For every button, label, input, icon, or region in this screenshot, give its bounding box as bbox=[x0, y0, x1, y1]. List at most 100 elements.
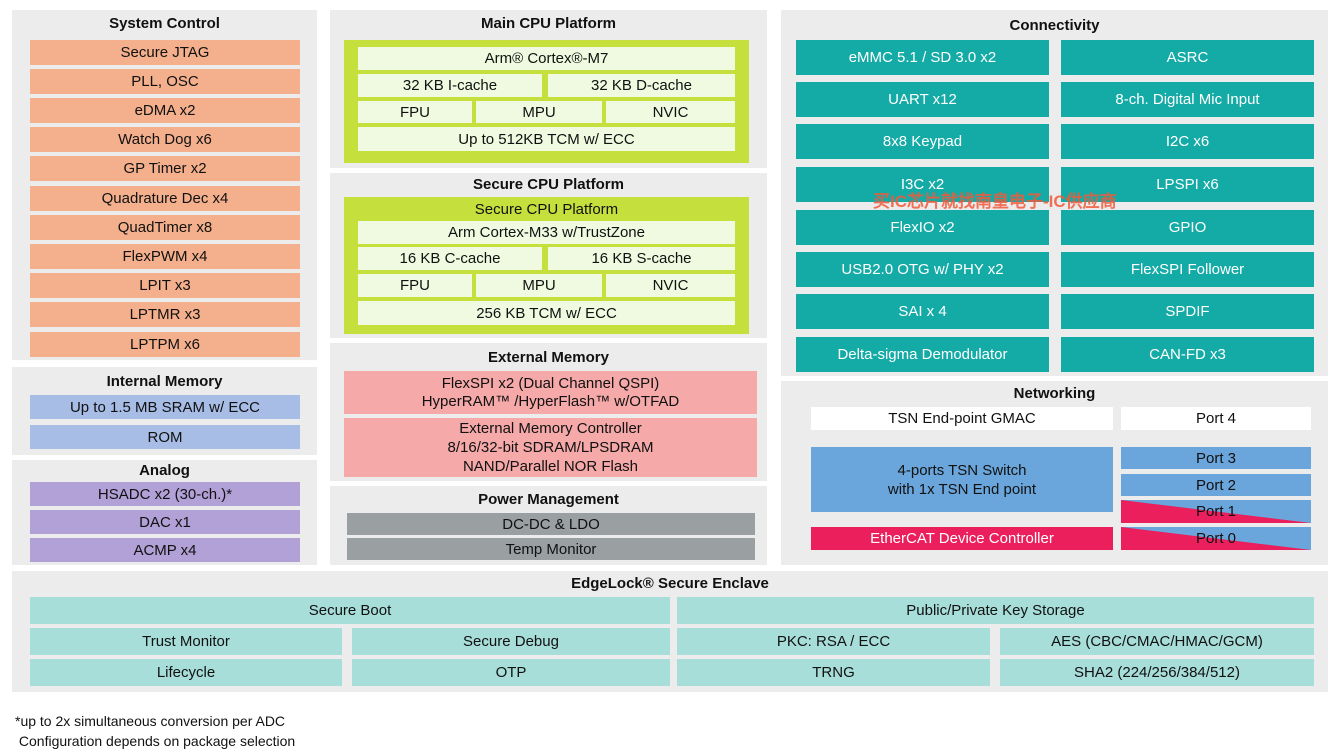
block-dac: DAC x1 bbox=[30, 510, 300, 534]
block-trust-monitor: Trust Monitor bbox=[30, 628, 342, 655]
block-flexspi-follower: FlexSPI Follower bbox=[1061, 252, 1314, 287]
block-nvic: NVIC bbox=[606, 101, 735, 123]
flexspi-line-2: HyperRAM™ /HyperFlash™ w/OTFAD bbox=[421, 392, 680, 410]
block-i3c: I3C x2 bbox=[796, 167, 1049, 202]
block-temp-monitor: Temp Monitor bbox=[347, 538, 755, 560]
block-secure-nvic: NVIC bbox=[606, 274, 735, 297]
emc-line-1: External Memory Controller bbox=[459, 420, 642, 437]
main-cpu-panel: Main CPU Platform Arm® Cortex®-M7 32 KB … bbox=[330, 10, 767, 168]
block-port-1: Port 1 bbox=[1121, 500, 1311, 523]
block-lpspi: LPSPI x6 bbox=[1061, 167, 1314, 202]
block-dcdc-ldo: DC-DC & LDO bbox=[347, 513, 755, 535]
block-secure-mpu: MPU bbox=[476, 274, 602, 297]
block-key-storage: Public/Private Key Storage bbox=[677, 597, 1314, 624]
analog-title: Analog bbox=[139, 462, 190, 479]
block-quadrature-dec: Quadrature Dec x4 bbox=[30, 186, 300, 211]
block-delta-sigma: Delta-sigma Demodulator bbox=[796, 337, 1049, 372]
block-sai: SAI x 4 bbox=[796, 294, 1049, 329]
system-control-panel: System Control Secure JTAG PLL, OSC eDMA… bbox=[12, 10, 317, 360]
block-sram: Up to 1.5 MB SRAM w/ ECC bbox=[30, 395, 300, 419]
block-tcm-512: Up to 512KB TCM w/ ECC bbox=[358, 127, 735, 151]
block-gp-timer: GP Timer x2 bbox=[30, 156, 300, 181]
system-control-title: System Control bbox=[109, 15, 220, 32]
connectivity-panel: Connectivity eMMC 5.1 / SD 3.0 x2 UART x… bbox=[781, 10, 1328, 376]
block-port-2: Port 2 bbox=[1121, 474, 1311, 496]
block-digital-mic: 8-ch. Digital Mic Input bbox=[1061, 82, 1314, 117]
secure-cpu-frame: Secure CPU Platform Arm Cortex-M33 w/Tru… bbox=[344, 197, 749, 334]
power-management-panel: Power Management DC-DC & LDO Temp Monito… bbox=[330, 486, 767, 565]
block-hsadc: HSADC x2 (30-ch.)* bbox=[30, 482, 300, 506]
main-cpu-title: Main CPU Platform bbox=[480, 15, 616, 32]
block-acmp: ACMP x4 bbox=[30, 538, 300, 562]
block-asrc: ASRC bbox=[1061, 40, 1314, 75]
footnote-package: Configuration depends on package selecti… bbox=[15, 733, 296, 749]
block-gpio: GPIO bbox=[1061, 210, 1314, 245]
block-emmc-sd: eMMC 5.1 / SD 3.0 x2 bbox=[796, 40, 1049, 75]
block-tsn-gmac: TSN End-point GMAC bbox=[811, 407, 1113, 430]
block-port-0: Port 0 bbox=[1121, 527, 1311, 550]
block-scache: 16 KB S-cache bbox=[548, 247, 735, 270]
block-secure-jtag: Secure JTAG bbox=[30, 40, 300, 65]
port-0-label: Port 0 bbox=[1195, 530, 1237, 547]
block-ccache: 16 KB C-cache bbox=[358, 247, 542, 270]
block-spdif: SPDIF bbox=[1061, 294, 1314, 329]
block-secure-debug: Secure Debug bbox=[352, 628, 670, 655]
block-edma: eDMA x2 bbox=[30, 98, 300, 123]
block-watchdog: Watch Dog x6 bbox=[30, 127, 300, 152]
secure-cpu-subtitle: Secure CPU Platform bbox=[474, 200, 619, 218]
internal-memory-panel: Internal Memory Up to 1.5 MB SRAM w/ ECC… bbox=[12, 367, 317, 455]
block-fpu: FPU bbox=[358, 101, 472, 123]
watermark-text: 买IC芯片就找南皇电子-IC供应商 bbox=[873, 192, 1117, 211]
footnote-adc: *up to 2x simultaneous conversion per AD… bbox=[15, 713, 286, 729]
block-flexio: FlexIO x2 bbox=[796, 210, 1049, 245]
block-pll-osc: PLL, OSC bbox=[30, 69, 300, 94]
power-management-title: Power Management bbox=[478, 491, 619, 508]
block-ethercat: EtherCAT Device Controller bbox=[811, 527, 1113, 550]
connectivity-title: Connectivity bbox=[1009, 17, 1100, 34]
analog-panel: Analog HSADC x2 (30-ch.)* DAC x1 ACMP x4 bbox=[12, 460, 317, 565]
block-i2c: I2C x6 bbox=[1061, 124, 1314, 159]
block-uart: UART x12 bbox=[796, 82, 1049, 117]
emc-line-2: 8/16/32-bit SDRAM/LPSDRAM bbox=[447, 439, 654, 456]
block-aes: AES (CBC/CMAC/HMAC/GCM) bbox=[1000, 628, 1314, 655]
flexspi-line-1: FlexSPI x2 (Dual Channel QSPI) bbox=[441, 374, 660, 392]
block-external-memory-controller: External Memory Controller 8/16/32-bit S… bbox=[344, 418, 757, 477]
block-trng: TRNG bbox=[677, 659, 990, 686]
tsn-switch-line-1: 4-ports TSN Switch bbox=[897, 461, 1027, 479]
external-memory-title: External Memory bbox=[488, 349, 609, 366]
block-dcache: 32 KB D-cache bbox=[548, 74, 735, 97]
block-secure-fpu: FPU bbox=[358, 274, 472, 297]
block-lifecycle: Lifecycle bbox=[30, 659, 342, 686]
networking-title: Networking bbox=[1013, 385, 1096, 402]
port-1-label: Port 1 bbox=[1195, 503, 1237, 520]
block-port-3: Port 3 bbox=[1121, 447, 1311, 469]
block-lptpm: LPTPM x6 bbox=[30, 332, 300, 357]
block-lptmr: LPTMR x3 bbox=[30, 302, 300, 327]
block-pkc: PKC: RSA / ECC bbox=[677, 628, 990, 655]
block-flexspi: FlexSPI x2 (Dual Channel QSPI) HyperRAM™… bbox=[344, 371, 757, 414]
block-tcm-256: 256 KB TCM w/ ECC bbox=[358, 301, 735, 325]
block-secure-boot: Secure Boot bbox=[30, 597, 670, 624]
block-flexpwm: FlexPWM x4 bbox=[30, 244, 300, 269]
tsn-switch-line-2: with 1x TSN End point bbox=[887, 480, 1037, 498]
block-cortex-m7: Arm® Cortex®-M7 bbox=[358, 47, 735, 70]
block-port-4: Port 4 bbox=[1121, 407, 1311, 430]
block-rom: ROM bbox=[30, 425, 300, 449]
block-mpu: MPU bbox=[476, 101, 602, 123]
block-keypad: 8x8 Keypad bbox=[796, 124, 1049, 159]
block-usb-otg: USB2.0 OTG w/ PHY x2 bbox=[796, 252, 1049, 287]
emc-line-3: NAND/Parallel NOR Flash bbox=[462, 458, 639, 475]
block-can-fd: CAN-FD x3 bbox=[1061, 337, 1314, 372]
block-tsn-switch: 4-ports TSN Switch with 1x TSN End point bbox=[811, 447, 1113, 512]
block-sha2: SHA2 (224/256/384/512) bbox=[1000, 659, 1314, 686]
main-cpu-frame: Arm® Cortex®-M7 32 KB I-cache 32 KB D-ca… bbox=[344, 40, 749, 163]
block-icache: 32 KB I-cache bbox=[358, 74, 542, 97]
networking-panel: Networking TSN End-point GMAC Port 4 4-p… bbox=[781, 381, 1328, 565]
external-memory-panel: External Memory FlexSPI x2 (Dual Channel… bbox=[330, 343, 767, 481]
block-otp: OTP bbox=[352, 659, 670, 686]
internal-memory-title: Internal Memory bbox=[106, 373, 223, 390]
block-cortex-m33: Arm Cortex-M33 w/TrustZone bbox=[358, 221, 735, 244]
edgelock-panel: EdgeLock® Secure Enclave Secure Boot Pub… bbox=[12, 571, 1328, 692]
edgelock-title: EdgeLock® Secure Enclave bbox=[571, 575, 769, 592]
block-quadtimer: QuadTimer x8 bbox=[30, 215, 300, 240]
